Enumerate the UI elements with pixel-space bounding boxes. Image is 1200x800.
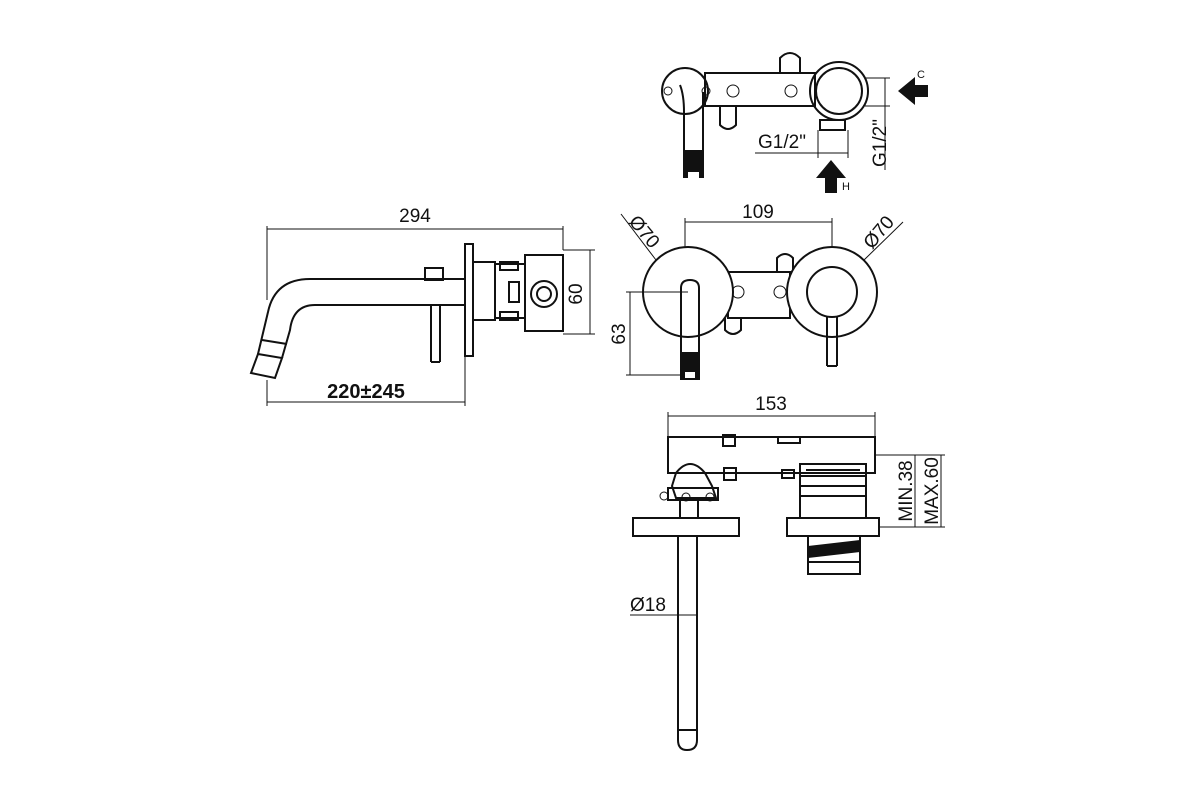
dim-spout-length: 220±245 — [327, 381, 405, 403]
dim-center-distance: 109 — [742, 202, 774, 223]
plan-view: 153 MIN.38 MAX. — [630, 394, 945, 752]
dim-right-plate-diameter: Ø70 — [860, 212, 899, 253]
dim-body-width: 153 — [755, 394, 787, 415]
dim-spout-diameter: Ø18 — [630, 595, 666, 616]
side-view: 294 60 220±245 — [249, 206, 595, 406]
hot-label: H — [842, 181, 850, 193]
dim-inlet-horizontal: G1/2" — [758, 132, 806, 153]
cold-inlet-arrow-icon — [898, 77, 928, 105]
top-view: G1/2" G1/2" C H — [661, 52, 928, 193]
dim-total-length: 294 — [399, 206, 431, 227]
dim-left-plate-diameter: Ø70 — [624, 212, 663, 253]
dim-inlet-vertical: G1/2" — [870, 119, 891, 167]
hot-inlet-arrow-icon — [816, 160, 846, 193]
cold-label: C — [917, 69, 925, 81]
front-view: 109 Ø70 Ø70 63 — [609, 202, 904, 380]
dim-min-depth: MIN.38 — [896, 460, 917, 521]
dim-max-depth: MAX.60 — [922, 457, 943, 525]
dim-plate-height: 60 — [566, 283, 587, 304]
dim-spout-height: 63 — [609, 323, 630, 344]
